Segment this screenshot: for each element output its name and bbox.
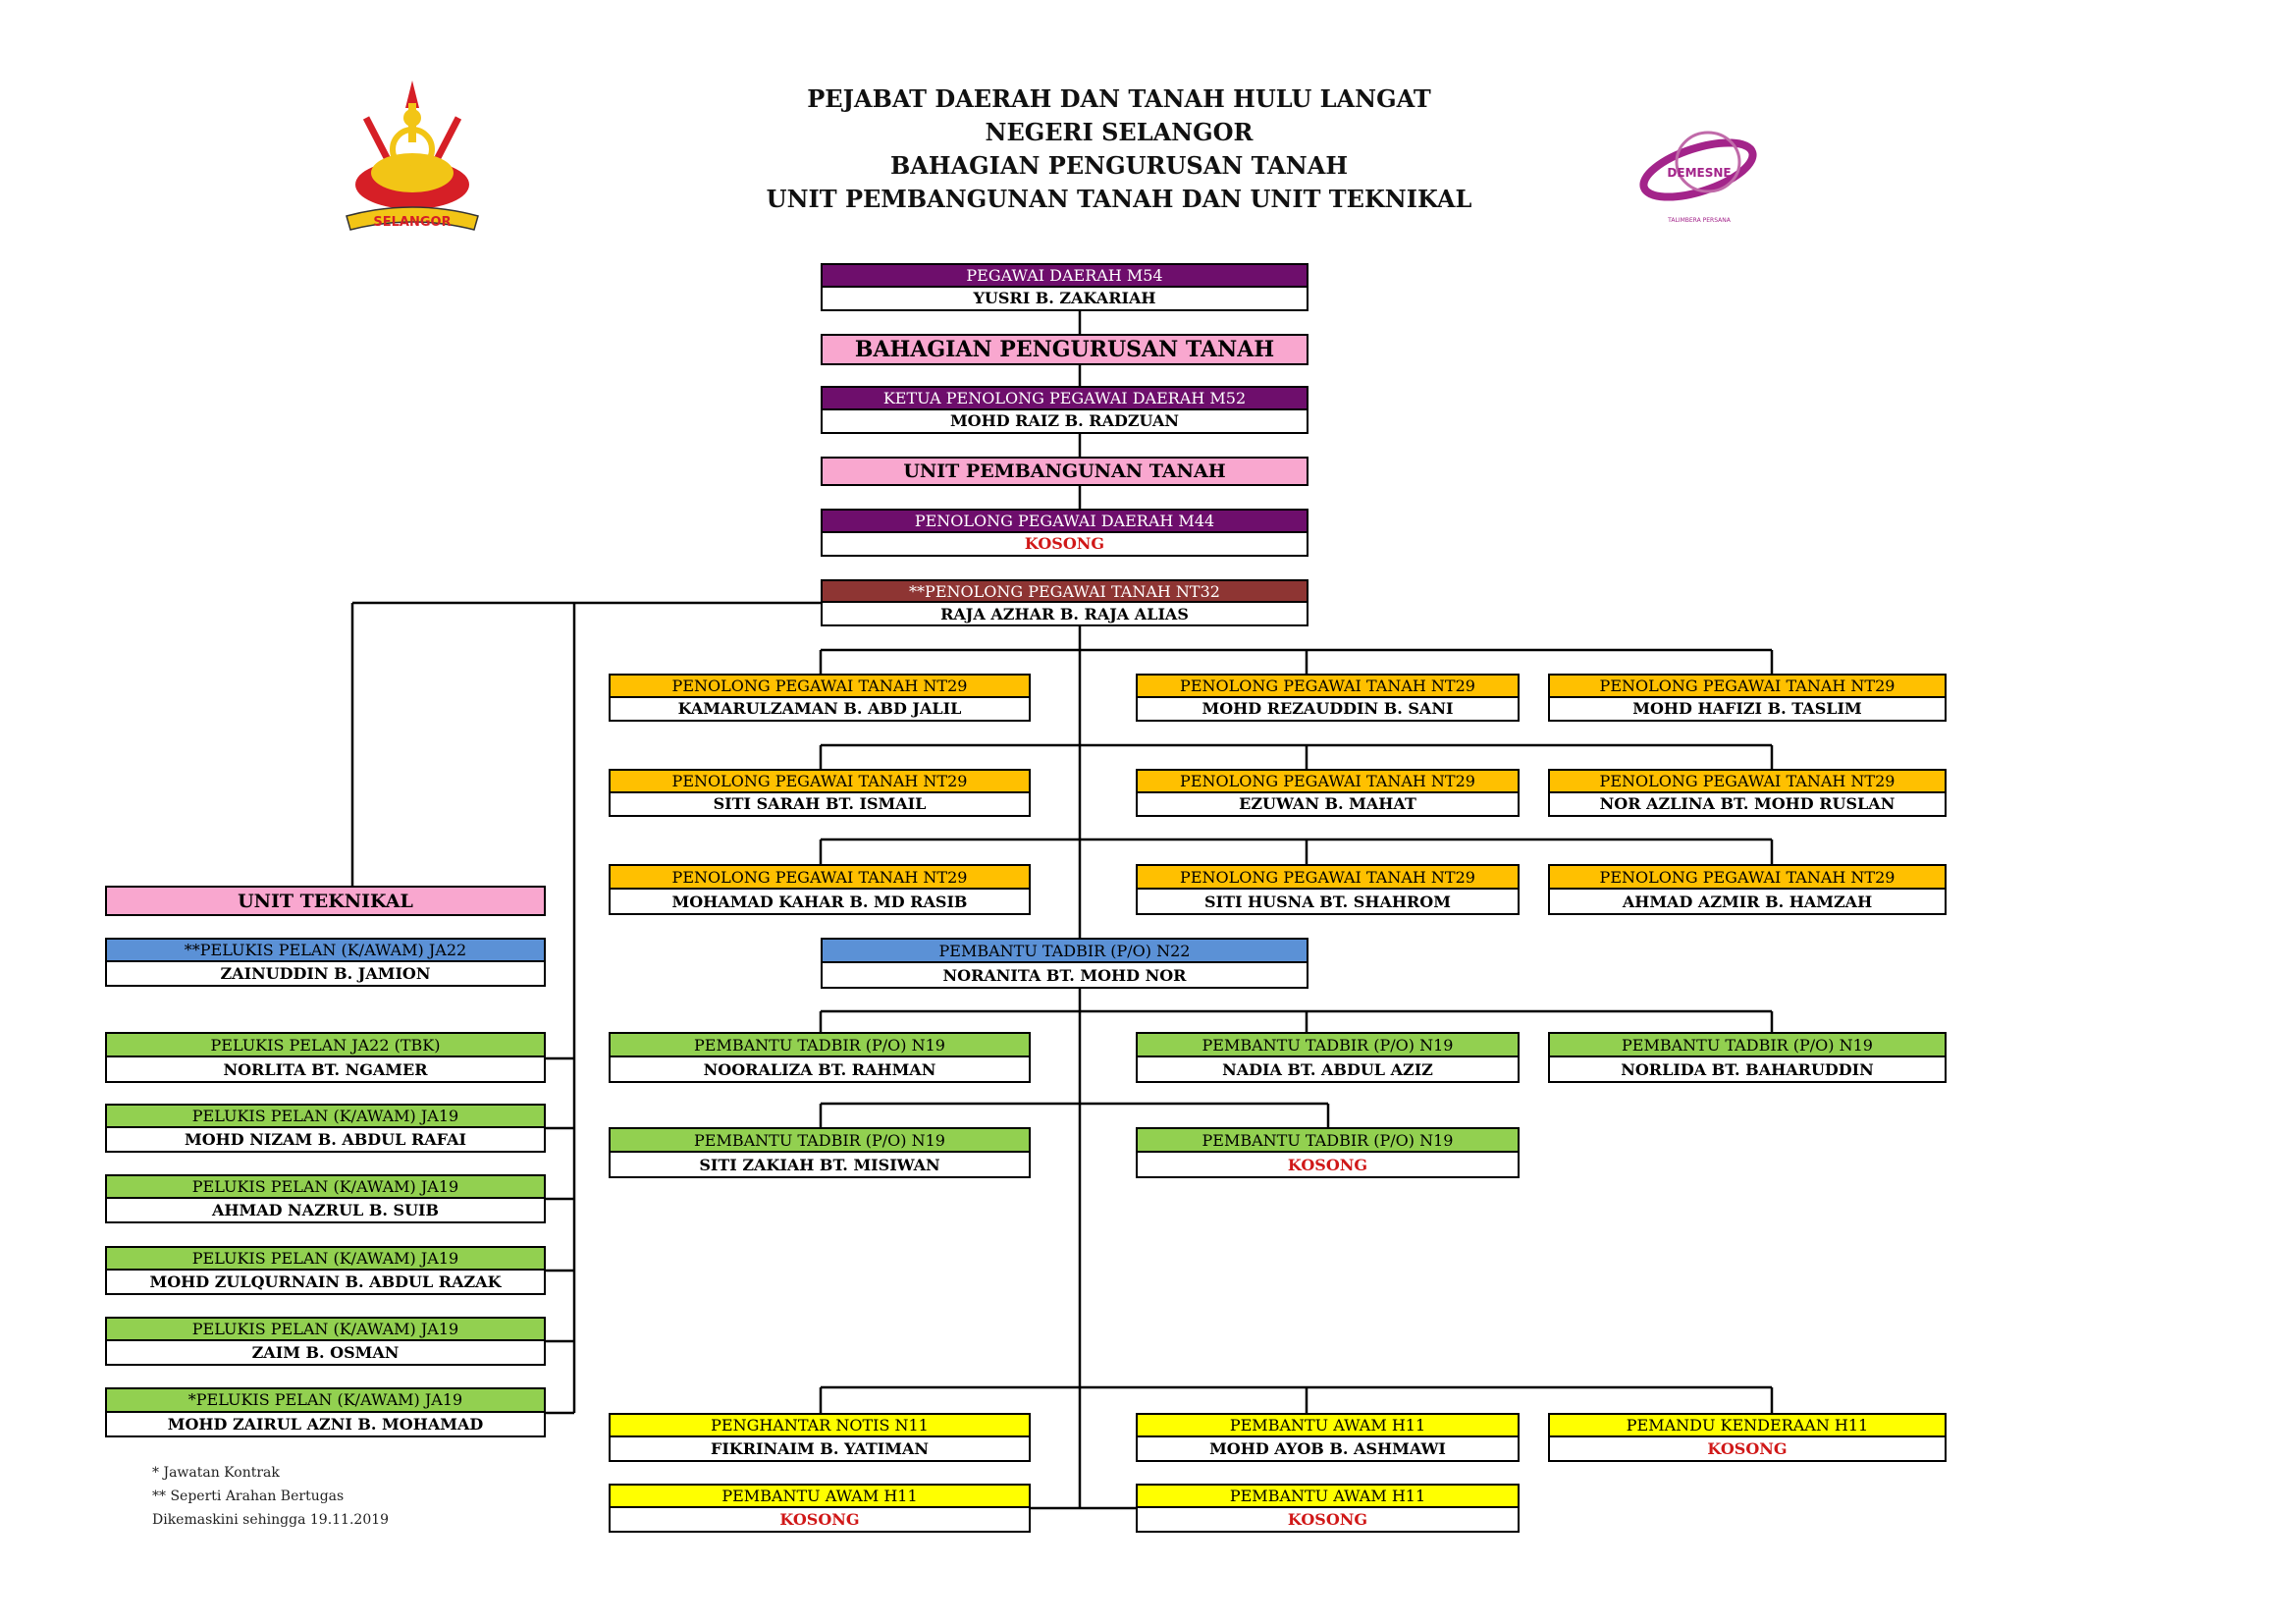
- box-penghantar-notis: PENGHANTAR NOTIS N11 FIKRINAIM B. YATIMA…: [609, 1413, 1031, 1462]
- box-nt29-6: PENOLONG PEGAWAI TANAH NT29 NOR AZLINA B…: [1548, 769, 1947, 817]
- svg-text:DEMESNE: DEMESNE: [1667, 166, 1731, 180]
- box-pembantu-awam-3: PEMBANTU AWAM H11 KOSONG: [1136, 1484, 1520, 1533]
- box-teknikal-ja19-1: PELUKIS PELAN (K/AWAM) JA19 MOHD NIZAM B…: [105, 1104, 546, 1153]
- box-teknikal-ja22: **PELUKIS PELAN (K/AWAM) JA22 ZAINUDDIN …: [105, 938, 546, 987]
- box-teknikal-ja19-5: *PELUKIS PELAN (K/AWAM) JA19 MOHD ZAIRUL…: [105, 1387, 546, 1437]
- box-penolong-pegawai-tanah-nt32: **PENOLONG PEGAWAI TANAH NT32 RAJA AZHAR…: [821, 579, 1308, 626]
- box-nt29-9: PENOLONG PEGAWAI TANAH NT29 AHMAD AZMIR …: [1548, 864, 1947, 915]
- footnote-contract: * Jawatan Kontrak: [152, 1465, 280, 1481]
- svg-text:TALIMBERA PERSANA: TALIMBERA PERSANA: [1667, 217, 1732, 224]
- header-state: NEGERI SELANGOR: [985, 118, 1254, 146]
- box-n19-1: PEMBANTU TADBIR (P/O) N19 NOORALIZA BT. …: [609, 1032, 1031, 1083]
- box-teknikal-ja19-4: PELUKIS PELAN (K/AWAM) JA19 ZAIM B. OSMA…: [105, 1317, 546, 1366]
- box-teknikal-ja19-2: PELUKIS PELAN (K/AWAM) JA19 AHMAD NAZRUL…: [105, 1174, 546, 1223]
- box-nt29-8: PENOLONG PEGAWAI TANAH NT29 SITI HUSNA B…: [1136, 864, 1520, 915]
- box-pegawai-daerah: PEGAWAI DAERAH M54 YUSRI B. ZAKARIAH: [821, 263, 1308, 311]
- svg-text:SELANGOR: SELANGOR: [373, 215, 451, 230]
- demesne-logo: DEMESNE TALIMBERA PERSANA: [1639, 131, 1757, 224]
- title-unit-pembangunan-tanah: UNIT PEMBANGUNAN TANAH: [821, 457, 1308, 486]
- box-pembantu-tadbir-n22: PEMBANTU TADBIR (P/O) N22 NORANITA BT. M…: [821, 938, 1308, 989]
- header-division: BAHAGIAN PENGURUSAN TANAH: [889, 151, 1349, 180]
- box-n19-3: PEMBANTU TADBIR (P/O) N19 NORLIDA BT. BA…: [1548, 1032, 1947, 1083]
- box-nt29-5: PENOLONG PEGAWAI TANAH NT29 EZUWAN B. MA…: [1136, 769, 1520, 817]
- box-n19-5: PEMBANTU TADBIR (P/O) N19 KOSONG: [1136, 1127, 1520, 1178]
- box-pembantu-awam-2: PEMBANTU AWAM H11 KOSONG: [609, 1484, 1031, 1533]
- footnotes: * Jawatan Kontrak ** Seperti Arahan Bert…: [152, 1461, 389, 1532]
- box-nt29-7: PENOLONG PEGAWAI TANAH NT29 MOHAMAD KAHA…: [609, 864, 1031, 915]
- box-teknikal-ja22-tbk: PELUKIS PELAN JA22 (TBK) NORLITA BT. NGA…: [105, 1032, 546, 1083]
- box-pembantu-awam-1: PEMBANTU AWAM H11 MOHD AYOB B. ASHMAWI: [1136, 1413, 1520, 1462]
- title-unit-teknikal: UNIT TEKNIKAL: [105, 886, 546, 916]
- title-bahagian-pengurusan-tanah: BAHAGIAN PENGURUSAN TANAH: [821, 334, 1308, 365]
- box-nt29-4: PENOLONG PEGAWAI TANAH NT29 SITI SARAH B…: [609, 769, 1031, 817]
- footnote-assignment: ** Seperti Arahan Bertugas: [152, 1489, 345, 1504]
- box-nt29-2: PENOLONG PEGAWAI TANAH NT29 MOHD REZAUDD…: [1136, 674, 1520, 722]
- footnote-updated: Dikemaskini sehingga 19.11.2019: [152, 1512, 390, 1528]
- box-nt29-3: PENOLONG PEGAWAI TANAH NT29 MOHD HAFIZI …: [1548, 674, 1947, 722]
- box-pemandu-kenderaan: PEMANDU KENDERAAN H11 KOSONG: [1548, 1413, 1947, 1462]
- box-penolong-pegawai-daerah: PENOLONG PEGAWAI DAERAH M44 KOSONG: [821, 509, 1308, 557]
- page-header: PEJABAT DAERAH DAN TANAH HULU LANGAT NEG…: [609, 82, 1629, 216]
- selangor-crest-logo: SELANGOR: [346, 81, 479, 231]
- box-ketua-penolong-pegawai-daerah: KETUA PENOLONG PEGAWAI DAERAH M52 MOHD R…: [821, 386, 1308, 434]
- header-units: UNIT PEMBANGUNAN TANAH DAN UNIT TEKNIKAL: [766, 185, 1472, 213]
- box-teknikal-ja19-3: PELUKIS PELAN (K/AWAM) JA19 MOHD ZULQURN…: [105, 1246, 546, 1295]
- header-office: PEJABAT DAERAH DAN TANAH HULU LANGAT: [807, 84, 1431, 113]
- box-nt29-1: PENOLONG PEGAWAI TANAH NT29 KAMARULZAMAN…: [609, 674, 1031, 722]
- box-n19-4: PEMBANTU TADBIR (P/O) N19 SITI ZAKIAH BT…: [609, 1127, 1031, 1178]
- box-n19-2: PEMBANTU TADBIR (P/O) N19 NADIA BT. ABDU…: [1136, 1032, 1520, 1083]
